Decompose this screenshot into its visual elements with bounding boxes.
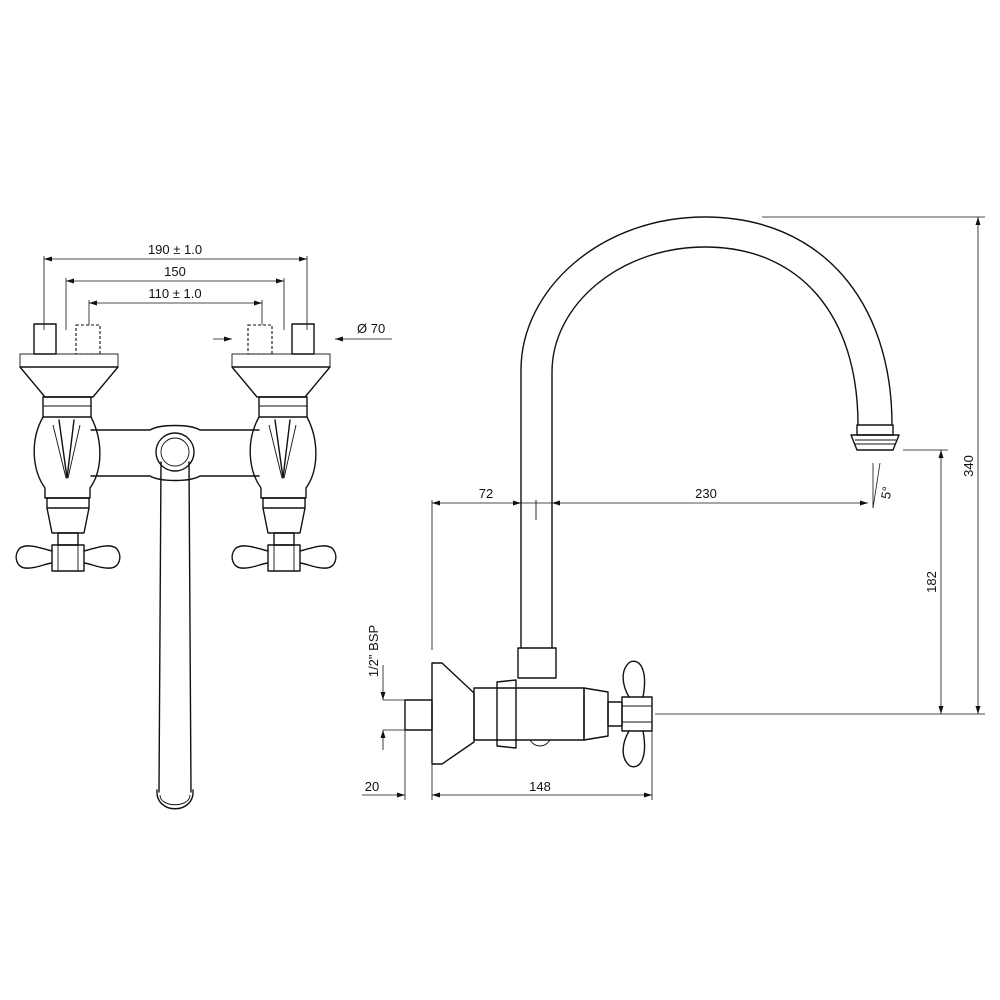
dim-total-height-label: 340: [961, 455, 976, 477]
spout-inner: [551, 246, 859, 649]
spout-outer: [520, 216, 893, 649]
aerator: [850, 424, 900, 451]
dim-thread-label: 1/2" BSP: [366, 625, 381, 677]
side-valve: [404, 647, 653, 768]
dim-depth-label: 148: [529, 779, 551, 794]
dim-thread: 1/2" BSP: [366, 625, 405, 750]
dim-inlets: 110 ± 1.0: [88, 286, 263, 325]
dim-total-height: 340: [655, 216, 985, 715]
dim-reach: 72 230: [431, 486, 868, 650]
dim-centers: 150: [65, 264, 285, 330]
dim-spout-height: 182: [903, 449, 948, 714]
dim-overall-width: 190 ± 1.0: [43, 242, 308, 330]
dim-overall-width-label: 190 ± 1.0: [148, 242, 202, 257]
dim-thread-length: 20: [362, 730, 406, 800]
dim-reach-label: 230: [695, 486, 717, 501]
side-view: 72 230 5° 182 340: [362, 216, 985, 800]
dim-offset-label: 72: [479, 486, 493, 501]
dim-centers-label: 150: [164, 264, 186, 279]
dim-angle-label: 5°: [878, 485, 895, 500]
dim-thread-length-label: 20: [365, 779, 379, 794]
left-valve: [15, 323, 121, 572]
dim-angle: 5°: [872, 462, 895, 509]
dim-inlets-label: 110 ± 1.0: [148, 286, 201, 301]
dim-depth: 148: [431, 731, 653, 800]
dim-diameter-label: Ø 70: [357, 321, 385, 336]
front-view: 190 ± 1.0 150 110 ± 1.0 Ø 70: [15, 242, 392, 810]
dim-diameter: Ø 70: [213, 321, 392, 342]
center-body: [90, 424, 260, 810]
right-valve: [231, 323, 337, 572]
dim-spout-height-label: 182: [924, 571, 939, 593]
